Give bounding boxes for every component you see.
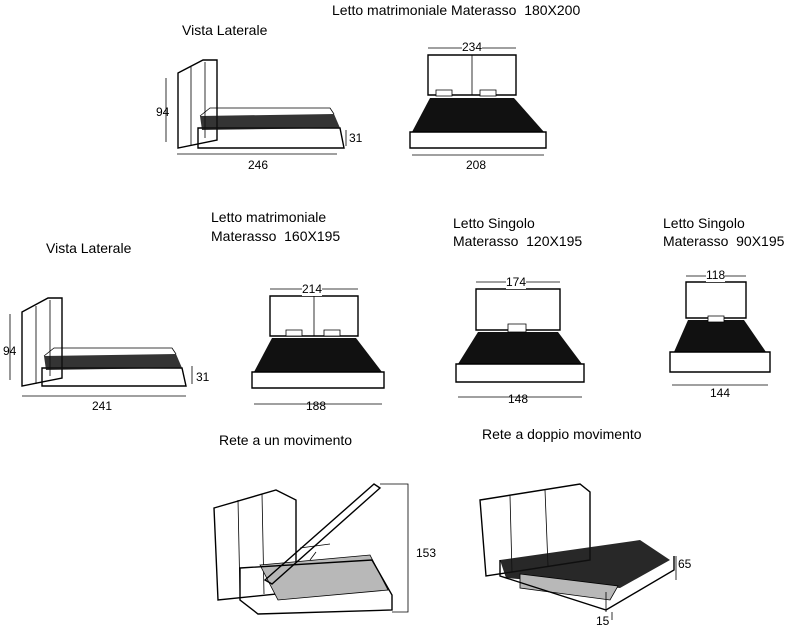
lift-height: 153 xyxy=(416,546,437,560)
mid-single90-line2: Materasso 90X195 xyxy=(663,233,785,249)
mid-double-line2: Materasso 160X195 xyxy=(211,228,341,244)
top-front-view xyxy=(409,47,547,156)
double-mechanism-drawing xyxy=(479,483,677,620)
mid-single120-width: 148 xyxy=(508,392,529,406)
mid-single120-front xyxy=(455,281,585,398)
single-mechanism-drawing xyxy=(213,483,409,615)
mid-double-front xyxy=(251,288,385,405)
mid-double-head: 214 xyxy=(302,282,323,296)
mid-double-line1: Letto matrimoniale xyxy=(211,209,327,225)
mid-single120-line1: Letto Singolo xyxy=(453,215,535,231)
top-front-width: 208 xyxy=(466,158,487,172)
mid-single90-line1: Letto Singolo xyxy=(663,215,745,231)
double-lift-depth: 15 xyxy=(596,614,610,628)
mid-side-height: 94 xyxy=(3,344,17,358)
mid-side-view xyxy=(9,297,193,397)
single-mechanism-label: Rete a un movimento xyxy=(219,432,353,448)
top-front-head: 234 xyxy=(462,40,483,54)
mid-side-base: 31 xyxy=(196,370,210,384)
mid-single90-width: 144 xyxy=(710,386,731,400)
mid-single90-head: 118 xyxy=(706,268,726,282)
mid-single120-line2: Materasso 120X195 xyxy=(453,233,583,249)
mid-single90-front xyxy=(669,275,771,386)
top-side-label: Vista Laterale xyxy=(182,22,268,38)
mid-side-label: Vista Laterale xyxy=(46,240,132,256)
double-mechanism-label: Rete a doppio movimento xyxy=(482,426,642,442)
top-side-length: 246 xyxy=(248,158,269,172)
mid-single120-head: 174 xyxy=(506,275,527,289)
mid-side-length: 241 xyxy=(92,399,113,413)
double-lift-height: 65 xyxy=(678,557,692,571)
top-side-view xyxy=(165,59,347,155)
top-title: Letto matrimoniale Materasso 180X200 xyxy=(332,2,581,18)
top-side-base: 31 xyxy=(349,131,363,145)
top-side-height: 94 xyxy=(156,105,170,119)
mid-double-width: 188 xyxy=(306,399,327,413)
